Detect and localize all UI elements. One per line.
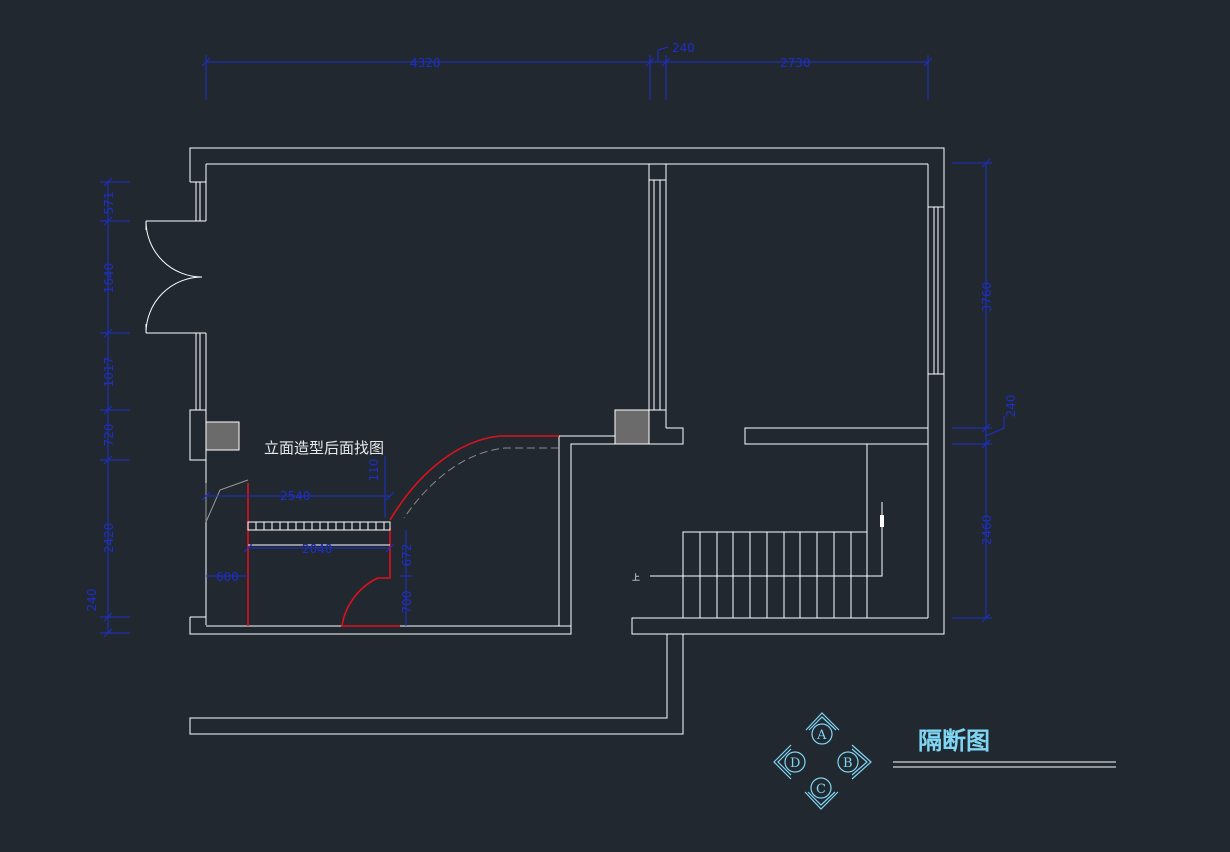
double-door xyxy=(145,220,204,334)
stair-up-mark: 上 xyxy=(632,573,640,582)
left-dim-2: 1640 xyxy=(102,263,116,294)
staircase xyxy=(650,444,883,618)
drawing-title: 隔断图 xyxy=(918,726,990,755)
compass-symbol xyxy=(773,712,872,810)
right-dim-3: 2460 xyxy=(980,515,994,546)
right-dim-1: 3760 xyxy=(980,282,994,313)
left-dim-3: 1017 xyxy=(102,357,116,388)
top-dimension-line xyxy=(201,46,933,100)
compass-c: C xyxy=(816,782,826,797)
partition-dashed xyxy=(403,447,559,519)
interior-dim-3: 2040 xyxy=(302,542,333,556)
left-dim-5: 2420 xyxy=(102,523,116,554)
left-dim-6: 240 xyxy=(85,589,99,612)
interior-dimensions xyxy=(201,456,412,626)
partition-red xyxy=(247,435,559,627)
top-dim-mid: 240 xyxy=(672,41,695,55)
compass-d: D xyxy=(790,756,800,771)
top-dim-right: 2730 xyxy=(780,56,811,70)
right-dimension-line xyxy=(952,158,1005,623)
interior-dim-6: 700 xyxy=(400,591,414,614)
top-dim-left: 4320 xyxy=(410,56,441,70)
interior-dim-1: 2540 xyxy=(280,489,311,503)
title-underline xyxy=(893,761,1116,768)
stair-arrow xyxy=(880,515,884,527)
left-column xyxy=(205,421,240,451)
shelves xyxy=(205,479,391,546)
left-dimension-line xyxy=(100,177,130,638)
note-label: 立面造型后面找图 xyxy=(264,439,384,457)
compass-b: B xyxy=(843,756,853,771)
interior-dim-5: 672 xyxy=(400,544,414,567)
interior-dim-2: 110 xyxy=(367,459,381,482)
compass-a: A xyxy=(816,728,827,743)
left-dim-4: 720 xyxy=(102,424,116,447)
right-dim-2: 240 xyxy=(1004,395,1018,418)
interior-dim-4: 600 xyxy=(216,570,239,584)
left-dim-1: 571 xyxy=(102,192,116,215)
